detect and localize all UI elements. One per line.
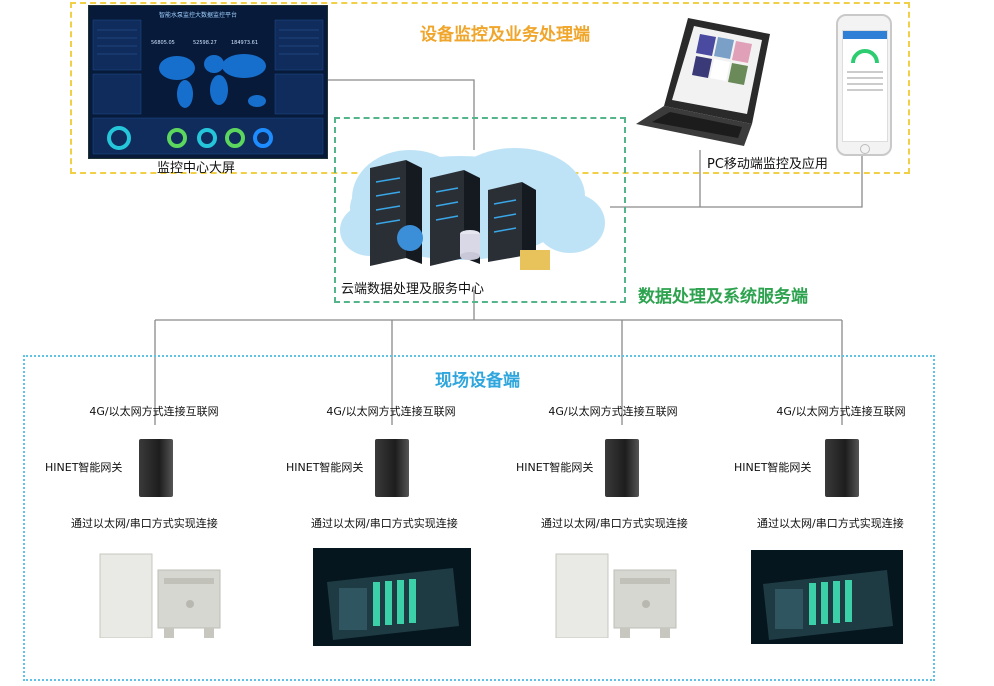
site-3-gateway-label: HINET智能网关 — [516, 461, 594, 474]
site-3-connection-label: 通过以太网/串口方式实现连接 — [541, 517, 688, 530]
monitoring-screen-image: 智能水泵监控大数据监控平台 — [88, 5, 328, 159]
site-3-link-label: 4G/以太网方式连接互联网 — [548, 405, 678, 418]
smartphone-image — [836, 14, 892, 156]
site-4-gateway-device — [825, 439, 859, 497]
zone-title-top: 设备监控及业务处理端 — [420, 25, 590, 45]
site-4-gateway-label: HINET智能网关 — [734, 461, 812, 474]
site-2-plc-rack-image — [313, 548, 471, 646]
site-1-link-label: 4G/以太网方式连接互联网 — [89, 405, 219, 418]
site-2-gateway-device — [375, 439, 409, 497]
site-3-electrical-cabinet-image — [555, 553, 677, 638]
zone-data-processing — [334, 117, 626, 303]
screen-caption: 监控中心大屏 — [157, 161, 236, 176]
zone-title-bottom: 现场设备端 — [435, 371, 520, 391]
site-4-connection-label: 通过以太网/串口方式实现连接 — [757, 517, 904, 530]
site-1-electrical-cabinet-image — [99, 553, 221, 638]
screen-title: 智能水泵监控大数据监控平台 — [159, 12, 238, 19]
cloud-caption: 云端数据处理及服务中心 — [341, 282, 485, 297]
site-1-connection-label: 通过以太网/串口方式实现连接 — [71, 517, 218, 530]
screen-stat-1: 56805.05 — [151, 40, 175, 46]
site-1-gateway-device — [139, 439, 173, 497]
pc-mobile-caption: PC移动端监控及应用 — [707, 157, 828, 172]
screen-stat-3: 184973.61 — [231, 40, 259, 46]
site-4-link-label: 4G/以太网方式连接互联网 — [776, 405, 906, 418]
site-4-plc-rack-image — [751, 550, 903, 644]
site-2-gateway-label: HINET智能网关 — [286, 461, 364, 474]
site-2-link-label: 4G/以太网方式连接互联网 — [326, 405, 456, 418]
cloud-server-image — [340, 148, 605, 270]
site-1-gateway-label: HINET智能网关 — [45, 461, 123, 474]
zone-title-mid: 数据处理及系统服务端 — [638, 287, 808, 307]
site-3-gateway-device — [605, 439, 639, 497]
laptop-image — [636, 18, 770, 146]
site-2-connection-label: 通过以太网/串口方式实现连接 — [311, 517, 458, 530]
screen-stat-2: 52598.27 — [193, 40, 217, 46]
zone-field-devices — [23, 355, 935, 681]
